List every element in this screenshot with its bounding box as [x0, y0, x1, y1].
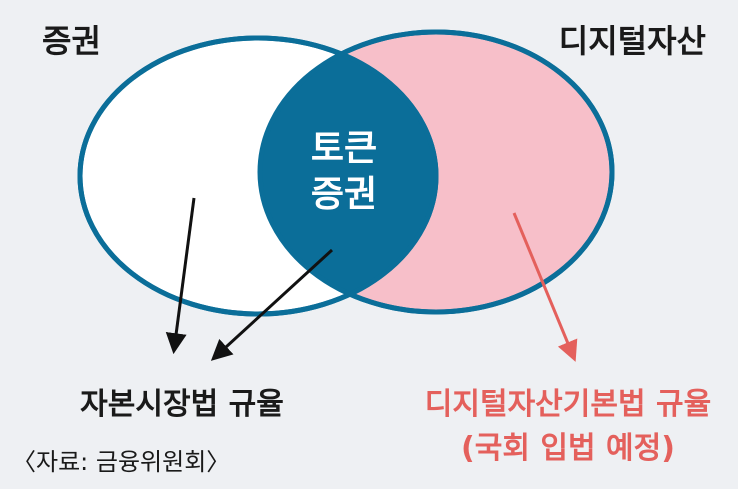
legislation-pending-label: (국회 입법 예정)	[461, 431, 675, 466]
token-securities-label-line1: 토큰	[311, 128, 377, 169]
securities-label: 증권	[42, 22, 101, 60]
digital-asset-basic-act-label: 디지털자산기본법 규율	[425, 387, 711, 422]
token-to-capital-markets-arrow	[210, 248, 334, 361]
token-securities-label-line2: 증권	[311, 174, 377, 215]
token-securities-intersection	[260, 38, 436, 312]
capital-markets-act-label: 자본시장법 규율	[80, 387, 284, 422]
source-label: 〈자료: 금융위원회〉	[12, 448, 230, 476]
securities-set-outline	[77, 35, 439, 317]
securities-to-capital-markets-arrow	[165, 197, 196, 355]
digital-asset-set-outline	[257, 29, 615, 315]
digital-asset-to-basic-act-arrow	[512, 212, 578, 362]
digital-asset-label: 디지털자산	[559, 22, 706, 60]
